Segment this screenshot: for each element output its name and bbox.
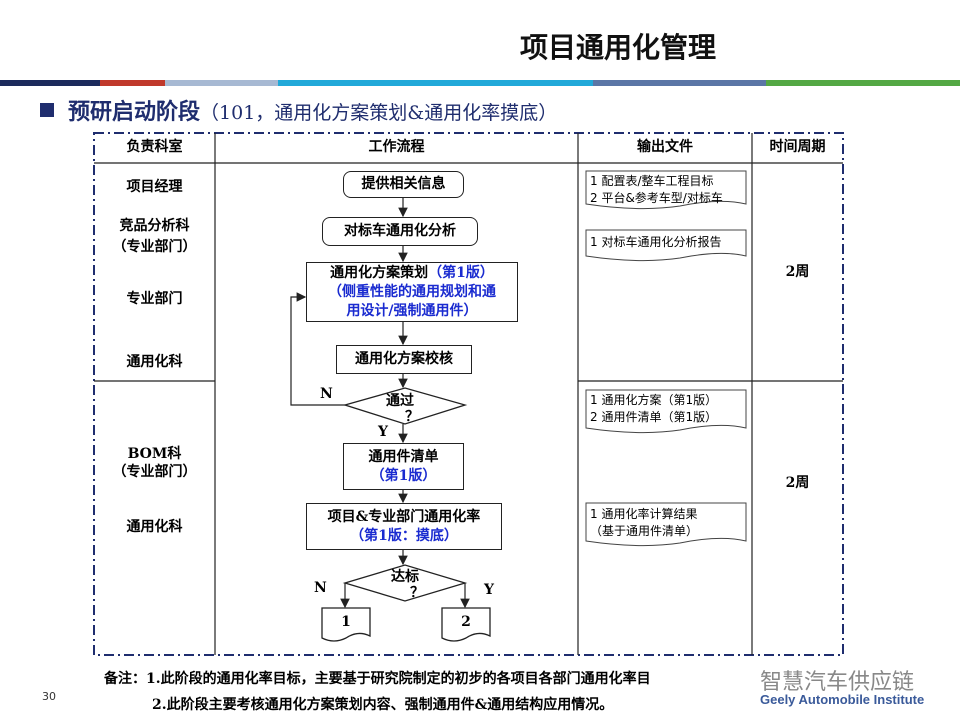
bar-segment — [165, 80, 278, 86]
step-version: （第1版） — [428, 264, 494, 281]
bar-segment — [593, 80, 766, 86]
header-department: 负责科室 — [126, 139, 183, 155]
step-text: 用设计/强制通用件） — [346, 302, 478, 319]
decision-diamond — [342, 564, 468, 602]
flow-step-provide-info: 提供相关信息 — [343, 171, 464, 198]
heading-sub: （101，通用化方案策划&通用化率摸底） — [200, 102, 558, 124]
decision2-text: 达标 — [391, 569, 419, 585]
end-1: 1 — [341, 614, 351, 630]
note-line: 2.此阶段主要考核通用化方案策划内容、强制通用件&通用结构应用情况。 — [152, 697, 614, 713]
end-document-shape — [321, 607, 371, 642]
institute-logo-text: Geely Automobile Institute — [760, 692, 925, 707]
bar-segment — [766, 80, 960, 86]
slide-title: 项目通用化管理 — [520, 31, 717, 64]
output-doc: 1 对标车通用化分析报告 — [586, 232, 754, 253]
bar-segment — [0, 80, 100, 86]
header-output: 输出文件 — [637, 139, 693, 155]
end-2: 2 — [461, 614, 471, 630]
dept-label: （专业部门） — [112, 239, 197, 255]
doc-line: 1 通用化方案（第1版） — [590, 393, 718, 407]
doc-line: 1 对标车通用化分析报告 — [590, 235, 722, 249]
decision2-q: ？ — [410, 585, 424, 601]
step-version: （第1版：摸底） — [350, 527, 458, 544]
doc-line: 1 通用化率计算结果 — [590, 507, 698, 521]
note-line: 备注：1.此阶段的通用化率目标，主要基于研究院制定的初步的各项目各部门通用化率目 — [104, 671, 651, 687]
dept-label: 通用化科 — [126, 354, 183, 370]
doc-line: 1 配置表/整车工程目标 — [590, 174, 714, 188]
step-version: （第1版） — [370, 467, 437, 484]
doc-line: （基于通用件清单） — [590, 524, 699, 538]
period-label: 2周 — [785, 264, 810, 280]
output-doc: 1 通用化方案（第1版） 2 通用件清单（第1版） — [586, 390, 754, 428]
end-document-shape — [441, 607, 491, 642]
dept-label: （专业部门） — [112, 464, 197, 480]
dept-label: BOM科 — [127, 446, 182, 462]
decision1-yes: Y — [378, 424, 388, 440]
period-label: 2周 — [785, 475, 810, 491]
step-text: 通用件清单 — [368, 448, 439, 465]
decision1-q: ？ — [405, 409, 419, 425]
decision1-text: 通过 — [386, 393, 414, 409]
bar-segment — [278, 80, 593, 86]
bullet-square-icon — [40, 103, 54, 117]
decision1-no: N — [320, 386, 333, 402]
heading-main: 预研启动阶段 — [68, 100, 201, 125]
outer-dashed-border — [93, 132, 844, 656]
step-text: 项目&专业部门通用化率 — [327, 508, 481, 525]
decision2-yes: Y — [484, 582, 494, 598]
section-heading: 预研启动阶段（101，通用化方案策划&通用化率摸底） — [40, 94, 557, 126]
flow-step-benchmark-analysis: 对标车通用化分析 — [322, 217, 478, 246]
step-text: （侧重性能的通用规划和通 — [328, 283, 496, 300]
watermark: 智慧汽车供应链 — [760, 670, 915, 695]
dept-label: 专业部门 — [126, 291, 183, 307]
page-number: 30 — [42, 690, 56, 703]
dept-label: 项目经理 — [126, 179, 183, 195]
decision-diamond — [342, 387, 468, 425]
doc-line: 2 平台&参考车型/对标车 — [590, 191, 723, 205]
header-workflow: 工作流程 — [368, 139, 425, 155]
header-period: 时间周期 — [769, 139, 826, 155]
decision2-no: N — [314, 580, 327, 596]
doc-line: 2 通用件清单（第1版） — [590, 410, 718, 424]
bar-segment — [100, 80, 165, 86]
flow-step-review: 通用化方案校核 — [336, 345, 472, 374]
output-doc: 1 配置表/整车工程目标 2 平台&参考车型/对标车 — [586, 171, 754, 209]
step-text: 通用化方案策划 — [330, 264, 429, 281]
flow-step-plan: 通用化方案策划（第1版） （侧重性能的通用规划和通 用设计/强制通用件） — [306, 262, 518, 322]
dept-label: 竞品分析科 — [119, 218, 190, 234]
output-doc: 1 通用化率计算结果 （基于通用件清单） — [586, 504, 754, 542]
flow-step-parts-list: 通用件清单 （第1版） — [343, 443, 464, 490]
notes: 备注：1.此阶段的通用化率目标，主要基于研究院制定的初步的各项目各部门通用化率目… — [104, 666, 651, 718]
dept-label: 通用化科 — [126, 519, 183, 535]
flow-step-rate: 项目&专业部门通用化率 （第1版：摸底） — [306, 503, 502, 550]
